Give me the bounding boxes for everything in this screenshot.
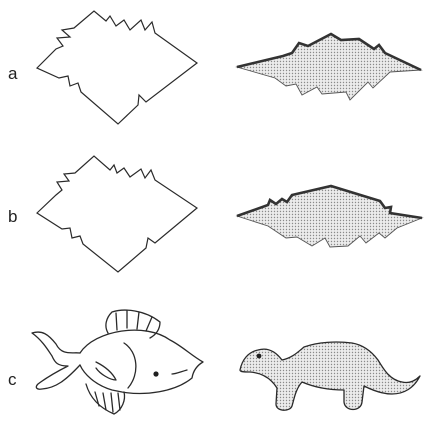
fish-drawing	[32, 310, 203, 414]
dinosaur-eye	[257, 354, 262, 359]
fish-eye	[153, 371, 158, 376]
stippled-shape-b-right	[237, 186, 422, 247]
stippled-shape-a-right	[237, 34, 421, 100]
outline-shape-b-left	[37, 156, 197, 272]
row-label-b: b	[8, 207, 17, 226]
outline-shape-a-left	[37, 11, 197, 124]
row-label-a: a	[8, 64, 18, 83]
row-label-c: c	[8, 370, 17, 389]
dinosaur-silhouette	[240, 342, 420, 410]
